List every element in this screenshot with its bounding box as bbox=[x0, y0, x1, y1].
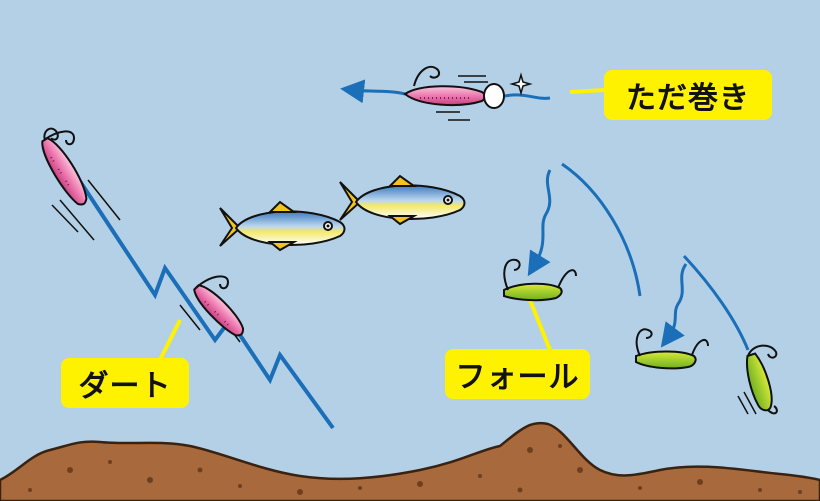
retrieve-label: ただ巻き bbox=[604, 70, 772, 120]
retrieve-label-text: ただ巻き bbox=[626, 81, 750, 116]
pink-jig-lure-icon bbox=[41, 127, 88, 206]
retrieve-path bbox=[340, 79, 606, 104]
green-spoon-lure-icon bbox=[503, 258, 577, 302]
seabed-rock-icon bbox=[0, 421, 820, 501]
callout-pointer bbox=[528, 299, 552, 351]
dart-label: ダート bbox=[61, 358, 189, 408]
fall-path bbox=[527, 162, 750, 351]
sparkle-icon bbox=[509, 72, 533, 96]
green-spoon-hook bbox=[747, 344, 778, 415]
horse-mackerel-fish-icon bbox=[339, 174, 466, 226]
horse-mackerel-fish-icon bbox=[219, 200, 346, 252]
motion-lines bbox=[737, 391, 757, 415]
spinner-lure-icon bbox=[403, 65, 505, 109]
dart-path bbox=[64, 158, 335, 430]
pink-jig-hook bbox=[195, 275, 230, 290]
green-spoon-lure-icon bbox=[746, 352, 773, 412]
pink-jig-hook bbox=[43, 130, 76, 146]
fall-label-text: フォール bbox=[455, 360, 580, 395]
fall-label: フォール bbox=[445, 349, 590, 399]
dart-label-text: ダート bbox=[78, 369, 172, 404]
green-spoon-lure-icon bbox=[635, 328, 709, 370]
motion-lines bbox=[436, 75, 488, 121]
pink-jig-lure-icon bbox=[193, 284, 245, 337]
